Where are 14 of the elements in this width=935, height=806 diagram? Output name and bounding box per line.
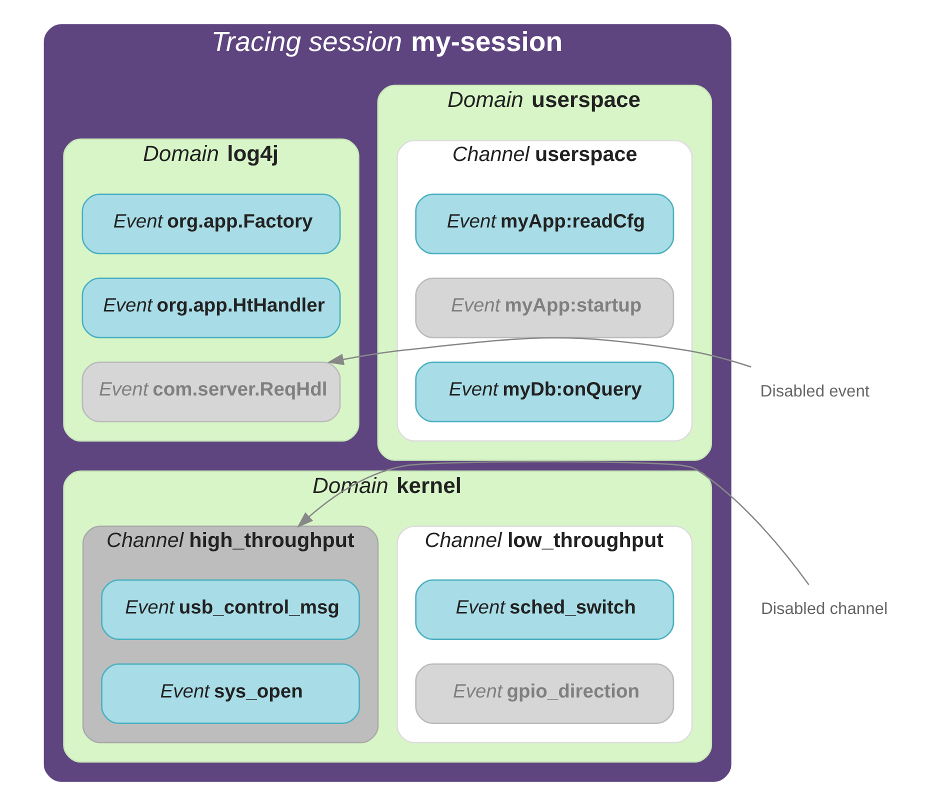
node-box: Event usb_control_msg (101, 579, 360, 640)
node-text: Disabled channel (760, 598, 888, 618)
node-box: Event myApp:readCfg (415, 194, 674, 254)
node-text: Disabled event (760, 381, 870, 400)
node-box: Event sched_switch (415, 579, 674, 640)
node-box: Event org.app.Factory (82, 194, 341, 254)
node-box: Event sys_open (101, 663, 360, 724)
node-box: Event myApp:startup (415, 278, 674, 338)
node-box: Event gpio_direction (415, 663, 674, 724)
node-box: Event myDb:onQuery (415, 362, 674, 422)
arrow (296, 460, 810, 586)
node-box: Event org.app.HtHandler (82, 278, 341, 338)
arrow (327, 337, 752, 368)
node-box: Event com.server.ReqHdl (82, 362, 341, 422)
